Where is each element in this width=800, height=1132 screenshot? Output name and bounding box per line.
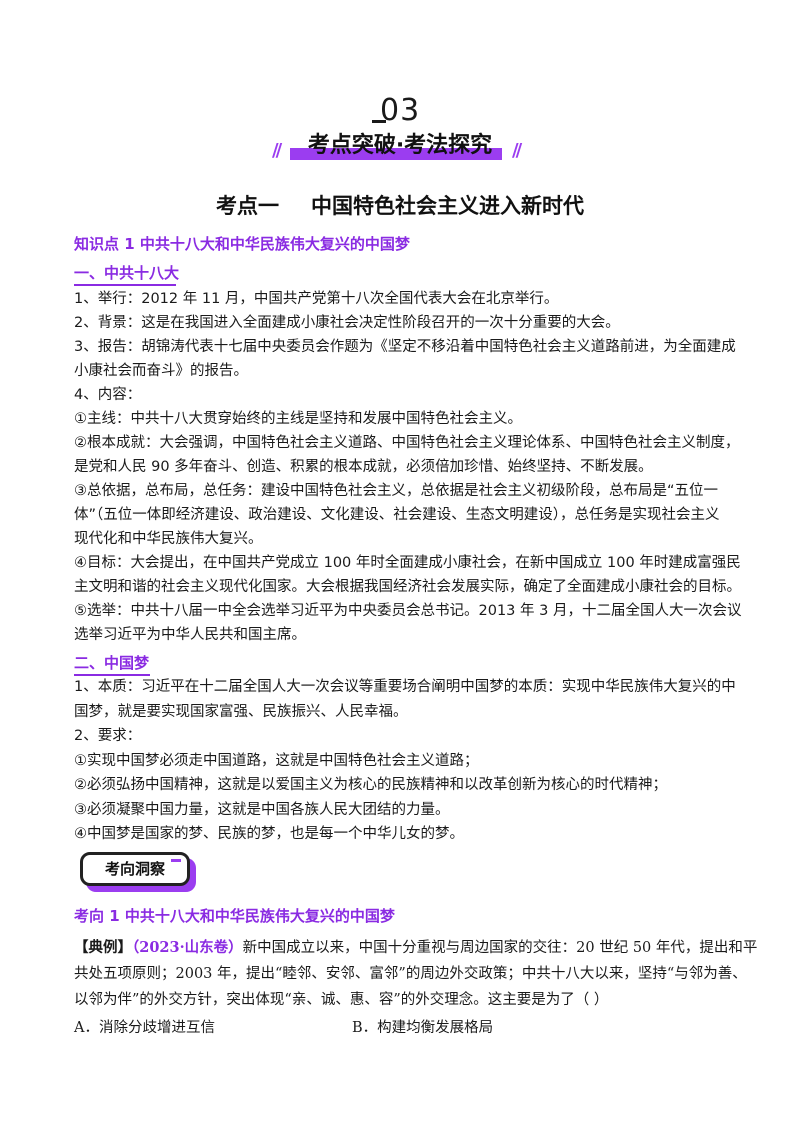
direction-title: 考向 1 中共十八大和中华民族伟大复兴的中国梦 [74,907,395,925]
body-line: ④中国梦是国家的梦、民族的梦，也是每一个中华儿女的梦。 [74,826,464,842]
body-line: ④目标：大会提出，在中国共产党成立 100 年时全面建成小康社会，在新中国成立 … [74,555,741,571]
body-line: 小康社会而奋斗》的报告。 [74,363,248,379]
option-b: B．构建均衡发展格局 [352,1020,494,1036]
body-line: 3、报告：胡锦涛代表十七届中央委员会作题为《坚定不移沿着中国特色社会主义道路前进… [74,339,736,355]
topic-name: 中国特色社会主义进入新时代 [311,194,584,218]
body-line: 是党和人民 90 多年奋斗、创造、积累的根本成就，必须倍加珍惜、始终坚持、不断发… [74,459,653,475]
example-line-1: 【典例】（2023·山东卷）新中国成立以来，中国十分重视与周边国家的交往：20 … [74,938,757,958]
body-line: ③必须凝聚中国力量，这就是中国各族人民大团结的力量。 [74,801,450,818]
section-number: 03 [380,93,421,128]
option-a: A．消除分歧增进互信 [74,1020,215,1036]
body-line: 2、背景：这是在我国进入全面建成小康社会决定性阶段召开的一次十分重要的大会。 [74,315,620,331]
example-line-2: 共处五项原则；2003 年，提出“睦邻、安邻、富邻”的周边外交政策；中共十八大以… [74,966,747,982]
section1-heading: 一、中共十八大 [74,262,180,286]
body-line: 现代化和中华民族伟大复兴。 [74,531,263,547]
body-line: ①主线：中共十八大贯穿始终的主线是坚持和发展中国特色社会主义。 [74,411,522,427]
body-line: ①实现中国梦必须走中国道路，这就是中国特色社会主义道路； [74,752,479,769]
body-line: 体”（五位一体即经济建设、政治建设、文化建设、社会建设、生态文明建设），总任务是… [74,507,720,523]
example-tag: 【典例】 [74,939,132,956]
body-line: 国梦，就是要实现国家富强、民族振兴、人民幸福。 [74,703,408,720]
section2-heading: 二、中国梦 [74,652,150,676]
body-line: ③总依据，总布局，总任务：建设中国特色社会主义，总依据是社会主义初级阶段，总布局… [74,483,719,499]
decorative-slash-right: // [512,140,522,161]
body-line: 2、要求： [74,728,142,744]
topic-title: 考点一 中国特色社会主义进入新时代 [0,190,800,220]
insight-badge: 考向洞察 [80,852,190,886]
body-line: 选举习近平为中华人民共和国主席。 [74,627,306,643]
decorative-slash-left: // [272,140,282,161]
badge-label: 考向洞察 [104,860,165,878]
banner-title: 考点突破·考法探究 [307,133,493,158]
section-banner: 考点突破·考法探究 [268,132,532,162]
section2-heading-text: 二、中国梦 [74,654,150,672]
section1-heading-text: 一、中共十八大 [74,264,180,282]
body-line: ②必须弘扬中国精神，这就是以爱国主义为核心的民族精神和以改革创新为核心的时代精神… [74,777,667,793]
section2-heading-underline [74,674,150,676]
body-line: ⑤选举：中共十八届一中全会选举习近平为中央委员会总书记。2013 年 3 月，十… [74,603,742,619]
body-line: 主文明和谐的社会主义现代化国家。大会根据我国经济社会发展实际，确定了全面建成小康… [74,579,741,595]
body-line: ②根本成就：大会强调，中国特色社会主义道路、中国特色社会主义理论体系、中国特色社… [74,435,740,451]
example-text-1: 新中国成立以来，中国十分重视与周边国家的交往：20 世纪 50 年代，提出和平 [242,940,758,956]
body-line: 4、内容： [74,387,142,403]
section1-heading-underline [74,284,176,286]
section-number-underline [372,120,386,123]
example-source: （2023·山东卷） [132,939,243,956]
body-line: 1、本质：习近平在十二届全国人大一次会议等重要场合阐明中国梦的本质：实现中华民族… [74,679,736,695]
topic-number: 考点一 [216,194,279,218]
banner-highlight [290,148,502,160]
example-line-3: 以邻为伴”的外交方针，突出体现“亲、诚、惠、容”的外交理念。这主要是为了（ ） [74,992,609,1008]
knowledge-point-title: 知识点 1 中共十八大和中华民族伟大复兴的中国梦 [74,235,410,253]
body-line: 1、举行：2012 年 11 月，中国共产党第十八次全国代表大会在北京举行。 [74,291,559,307]
badge-accent [171,859,181,862]
